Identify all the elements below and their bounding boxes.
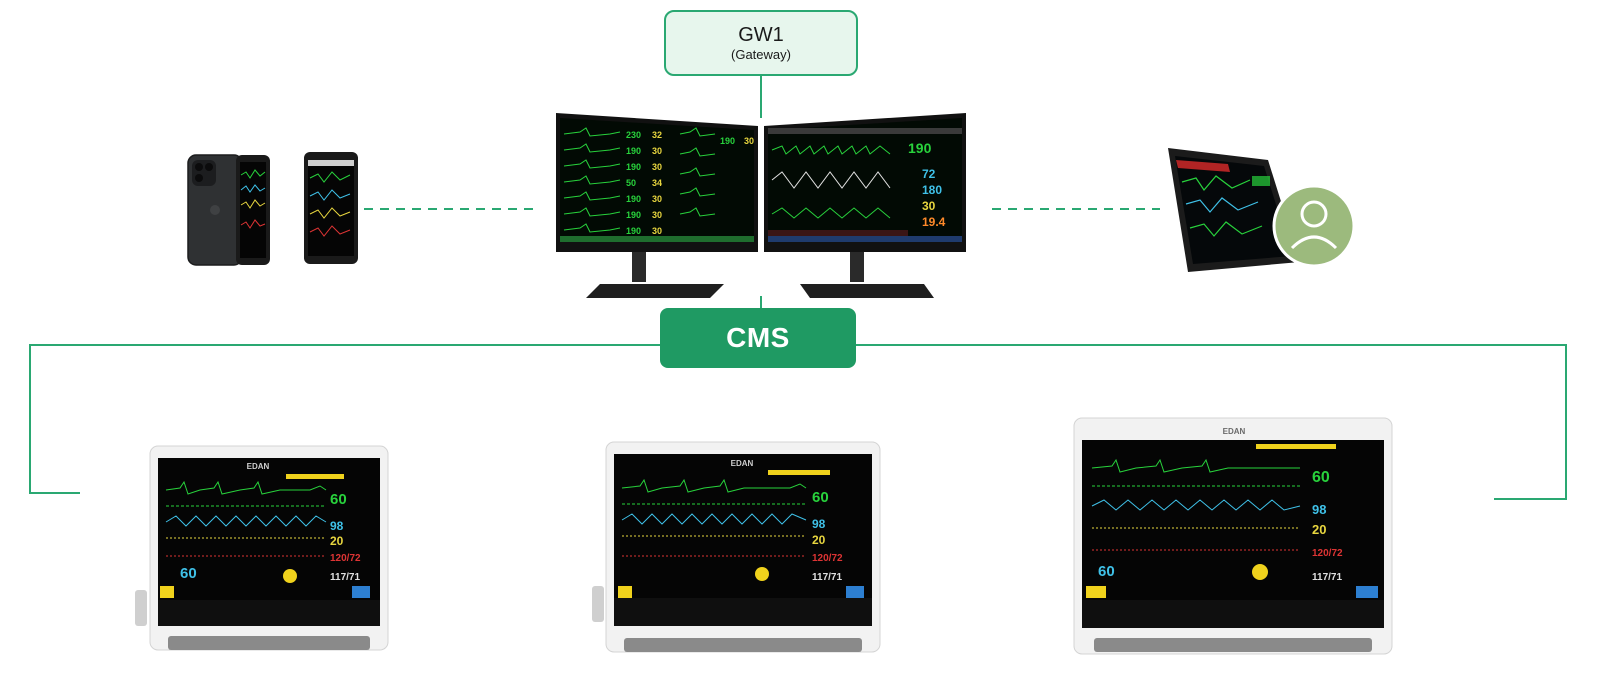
monitor-value-rr: 20	[812, 533, 826, 547]
monitor-value-hr: 60	[1312, 469, 1330, 486]
left-display-secondary: 34	[652, 178, 662, 188]
monitor-icon	[556, 113, 758, 298]
smartphone-screen-icon	[236, 155, 270, 265]
right-display-value: 30	[922, 199, 936, 213]
left-display-value: 50	[626, 178, 636, 188]
user-avatar-icon	[1272, 184, 1356, 268]
left-display-waveforms	[560, 127, 754, 242]
left-display-value: 190	[626, 146, 641, 156]
right-display-value: 190	[908, 140, 932, 156]
left-display-value: 190	[626, 210, 641, 220]
right-display-value: 19.4	[922, 215, 946, 229]
patient-monitor-icon	[1073, 417, 1393, 655]
smartphone-icon	[187, 154, 243, 266]
left-display-secondary: 30	[652, 162, 662, 172]
monitor-value-pr: 60	[180, 565, 197, 582]
right-display-value: 180	[922, 183, 942, 197]
left-display-value: 230	[626, 130, 641, 140]
monitor-value-nibp: 117/71	[1312, 572, 1342, 583]
monitor-value-rr: 20	[1312, 522, 1326, 537]
monitor-icon	[764, 113, 966, 298]
cms-bus-left	[29, 344, 660, 494]
brand-logo: EDAN	[1223, 427, 1246, 436]
left-display-value: 190	[626, 162, 641, 172]
left-display-secondary: 30	[652, 146, 662, 156]
gateway-node: GW1 (Gateway)	[664, 10, 858, 76]
patient-monitor-icon	[592, 441, 881, 653]
cms-node: CMS	[660, 308, 856, 368]
left-display-value: 190	[626, 226, 641, 236]
brand-logo: EDAN	[247, 462, 270, 471]
monitor-value-nibp: 117/71	[812, 572, 842, 583]
left-display-secondary: 30	[652, 226, 662, 236]
patient-monitor-icon	[135, 445, 389, 651]
left-display-value: 190	[720, 136, 735, 146]
left-display-secondary: 30	[652, 194, 662, 204]
gateway-subtitle: (Gateway)	[731, 47, 791, 62]
right-display-value: 72	[922, 167, 936, 181]
monitor-value-bp: 120/72	[1312, 548, 1343, 559]
monitor-value-spo2: 98	[330, 519, 344, 533]
left-display-secondary: 30	[652, 210, 662, 220]
cms-label: CMS	[726, 322, 790, 353]
left-display-secondary: 32	[652, 130, 662, 140]
brand-logo: EDAN	[731, 459, 754, 468]
monitor-value-bp: 120/72	[812, 553, 843, 564]
left-display-secondary: 30	[744, 136, 754, 146]
monitor-value-hr: 60	[812, 489, 829, 506]
monitor-value-pr: 60	[1098, 563, 1115, 580]
cms-bus-right	[856, 344, 1567, 500]
tablet-icon	[1168, 148, 1300, 272]
monitor-value-rr: 20	[330, 534, 344, 548]
monitor-value-hr: 60	[330, 491, 347, 508]
monitor-value-spo2: 98	[1312, 502, 1326, 517]
monitor-value-spo2: 98	[812, 517, 826, 531]
right-display-waveforms	[768, 128, 962, 242]
gateway-title: GW1	[738, 24, 784, 46]
left-display-value: 190	[626, 194, 641, 204]
smartphone-icon	[304, 152, 358, 264]
monitor-value-bp: 120/72	[330, 553, 361, 564]
monitor-value-nibp: 117/71	[330, 572, 360, 583]
